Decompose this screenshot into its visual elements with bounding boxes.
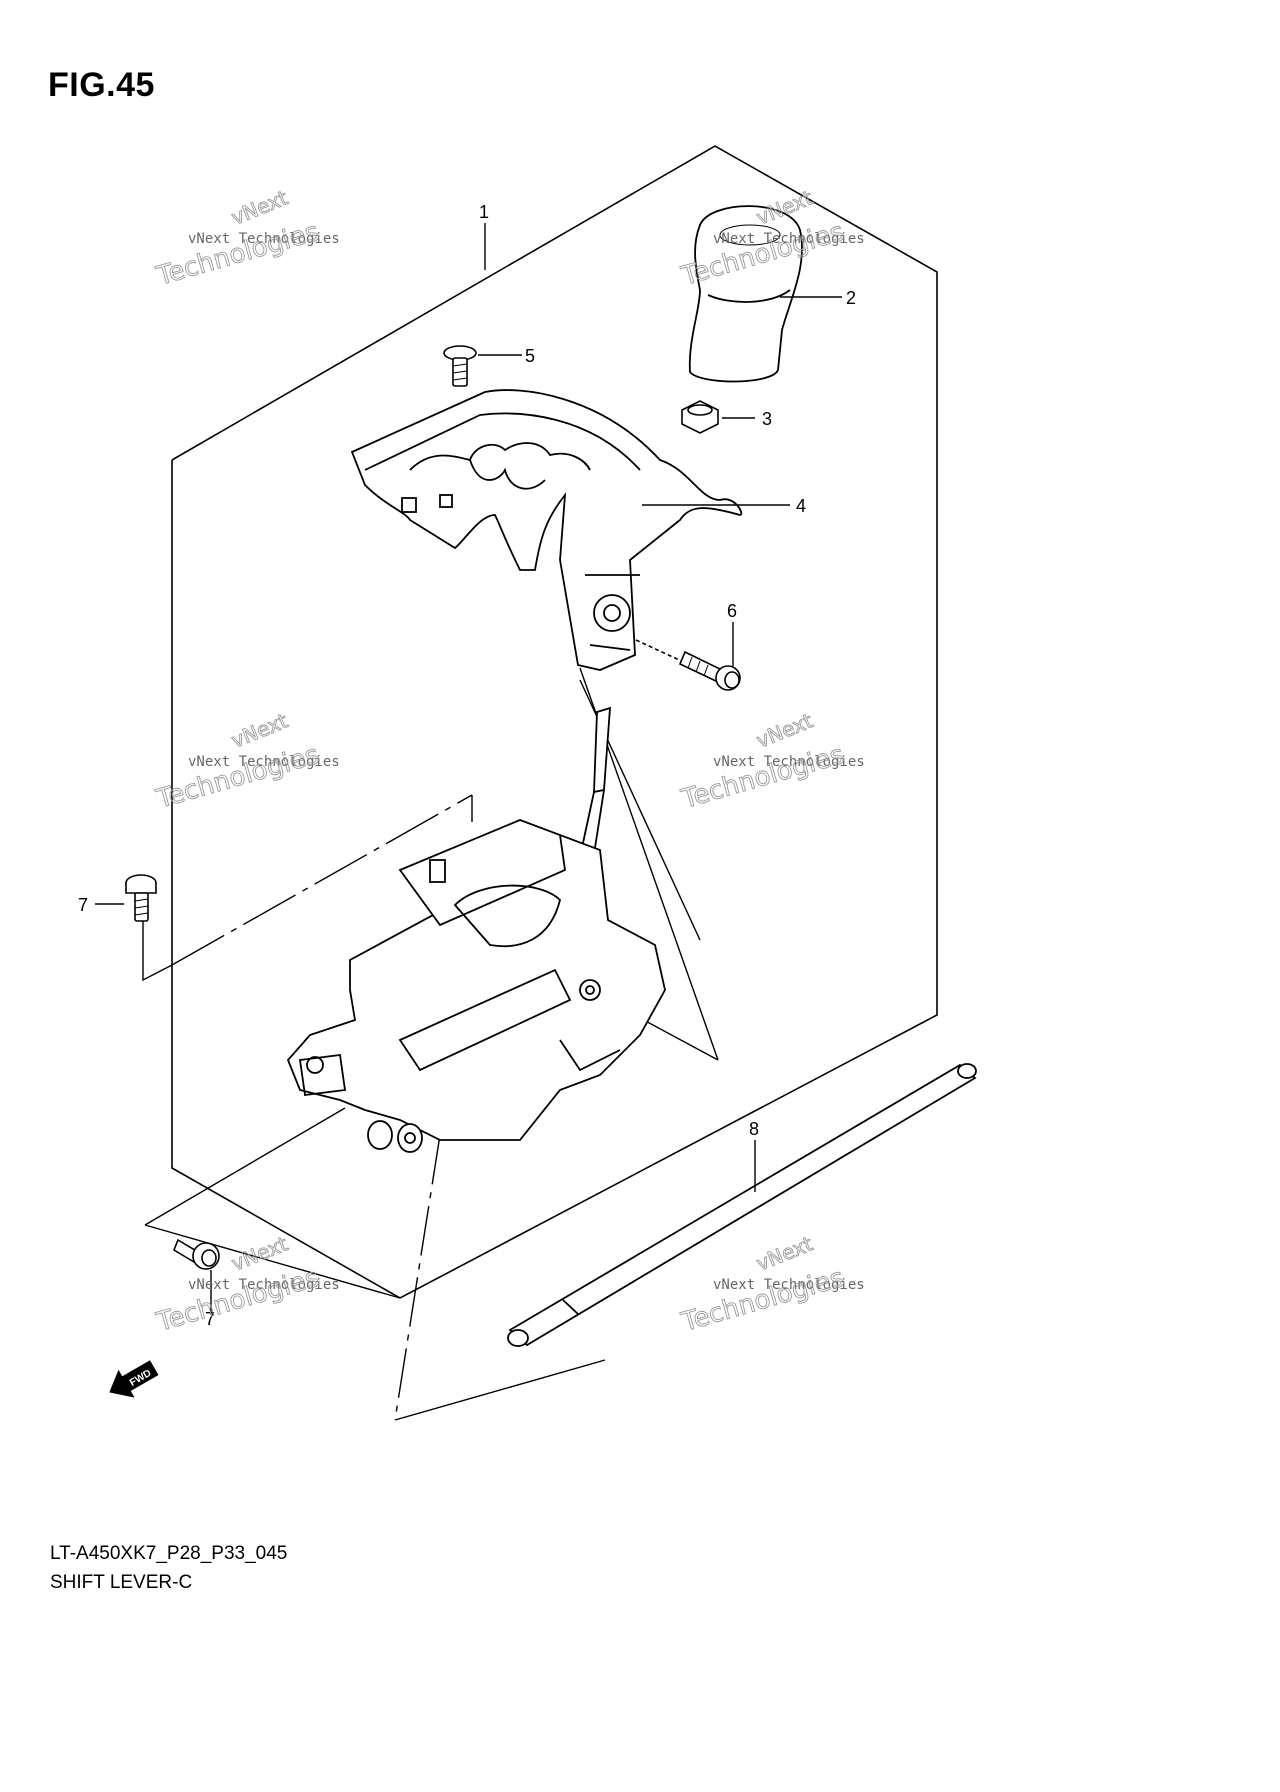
part-description-caption: SHIFT LEVER-C <box>50 1572 193 1593</box>
nut-part <box>681 400 719 434</box>
bolt-part-7-upper <box>125 874 157 922</box>
bolt-part-7-lower <box>173 1238 220 1270</box>
callout-4: 4 <box>796 496 806 516</box>
watermark-mid-left: vNext vNext Technologies Technologies <box>152 708 340 815</box>
watermark-top-left: vNext vNext Technologies Technologies <box>152 185 340 292</box>
callout-7-upper: 7 <box>78 895 88 915</box>
svg-text:vNext Technologies: vNext Technologies <box>188 231 340 247</box>
shift-rod-part <box>507 1063 977 1347</box>
watermark-mid-right: vNext vNext Technologies Technologies <box>677 708 865 815</box>
svg-text:vNext Technologies: vNext Technologies <box>713 1277 865 1293</box>
svg-text:vNext Technologies: vNext Technologies <box>713 754 865 770</box>
svg-text:vNext: vNext <box>228 1231 291 1275</box>
svg-text:vNext: vNext <box>753 708 816 752</box>
svg-text:vNext: vNext <box>753 1231 816 1275</box>
model-code-caption: LT-A450XK7_P28_P33_045 <box>50 1543 288 1564</box>
callout-2: 2 <box>846 288 856 308</box>
forward-direction-arrow-icon: FWD <box>109 1360 159 1398</box>
svg-text:vNext Technologies: vNext Technologies <box>713 231 865 247</box>
callout-7-lower: 7 <box>205 1309 215 1329</box>
figure-title: FIG.45 <box>48 66 155 104</box>
shift-gate-cover-part <box>350 389 743 671</box>
watermark-bottom-right: vNext vNext Technologies Technologies <box>677 1231 865 1338</box>
callout-labels: 1 2 3 4 5 6 7 8 7 <box>78 202 856 1329</box>
callout-leaders <box>95 223 842 1315</box>
callout-6: 6 <box>727 601 737 621</box>
callout-8: 8 <box>749 1119 759 1139</box>
screw-part <box>443 345 477 387</box>
assembly-outline <box>171 145 938 1299</box>
callout-3: 3 <box>762 409 772 429</box>
callout-5: 5 <box>525 346 535 366</box>
svg-text:vNext Technologies: vNext Technologies <box>188 1277 340 1293</box>
shift-knob-part <box>688 205 803 383</box>
svg-text:vNext: vNext <box>228 708 291 752</box>
callout-1: 1 <box>479 202 489 222</box>
svg-text:vNext Technologies: vNext Technologies <box>188 754 340 770</box>
shift-lever-assembly <box>286 706 666 1153</box>
bolt-part-6 <box>635 639 741 691</box>
svg-text:vNext: vNext <box>228 185 291 229</box>
